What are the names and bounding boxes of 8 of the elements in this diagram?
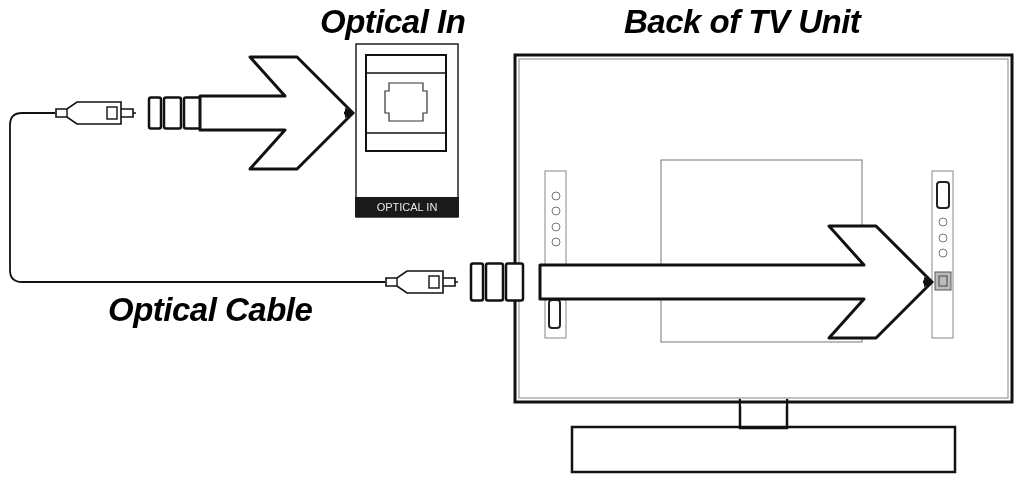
block-arrow xyxy=(198,55,355,171)
optical-cable xyxy=(9,112,386,283)
port-label: OPTICAL IN xyxy=(355,197,459,217)
optical-plug xyxy=(55,96,200,130)
optical-port xyxy=(934,271,952,291)
heading: Optical In xyxy=(320,4,466,40)
heading: Back of TV Unit xyxy=(624,4,861,40)
block-arrow xyxy=(538,224,934,340)
